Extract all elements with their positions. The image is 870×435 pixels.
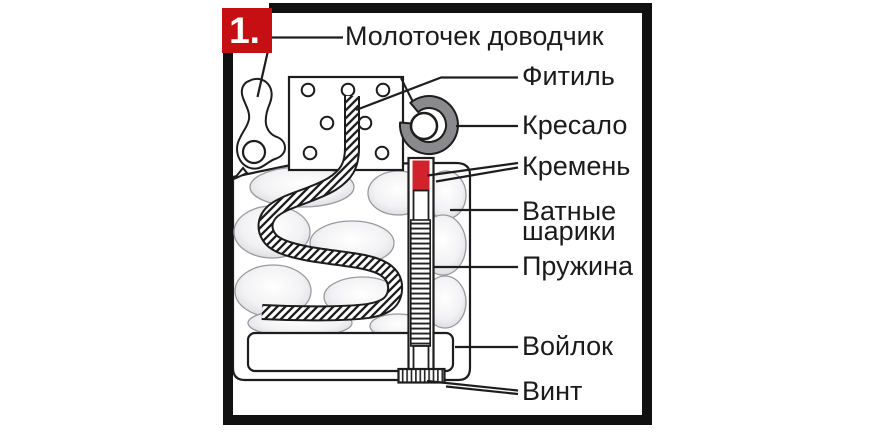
flint-drawing (412, 160, 430, 191)
leader-screw-2 (445, 385, 519, 396)
screw-drawing (397, 367, 446, 384)
label-hammer-cam: Молоточек доводчик (345, 21, 604, 51)
label-screw: Винт (522, 376, 583, 406)
felt-pad-drawing (246, 331, 455, 373)
flint-tube-drawing (397, 156, 446, 384)
chimney-hole (302, 145, 318, 161)
leader-wick (355, 76, 518, 112)
chimney-hole (357, 115, 373, 131)
wick-drawing (257, 96, 404, 322)
spring-drawing (409, 219, 431, 347)
chimney-hole (375, 82, 391, 98)
flint-wheel-drawing (399, 77, 459, 156)
label-wick: Фитиль (522, 61, 615, 91)
step-number: 1. (229, 9, 260, 51)
hammer-cam-drawing (233, 77, 287, 180)
chimney-hole (340, 82, 356, 98)
label-striker: Кресало (522, 110, 628, 140)
step-number-badge: 1. (222, 8, 272, 53)
leader-screw-1 (426, 379, 519, 392)
label-cotton-balls: Ватные шарики (522, 196, 617, 246)
chimney-hole (300, 82, 316, 98)
leader-flint-1 (427, 161, 519, 177)
leader-flint-2 (435, 166, 519, 183)
label-felt: Войлок (522, 331, 613, 361)
label-spring: Пружина (522, 251, 633, 281)
chimney-hole (374, 145, 390, 161)
label-flint: Кремень (522, 151, 631, 181)
chimney-hole (319, 115, 335, 131)
